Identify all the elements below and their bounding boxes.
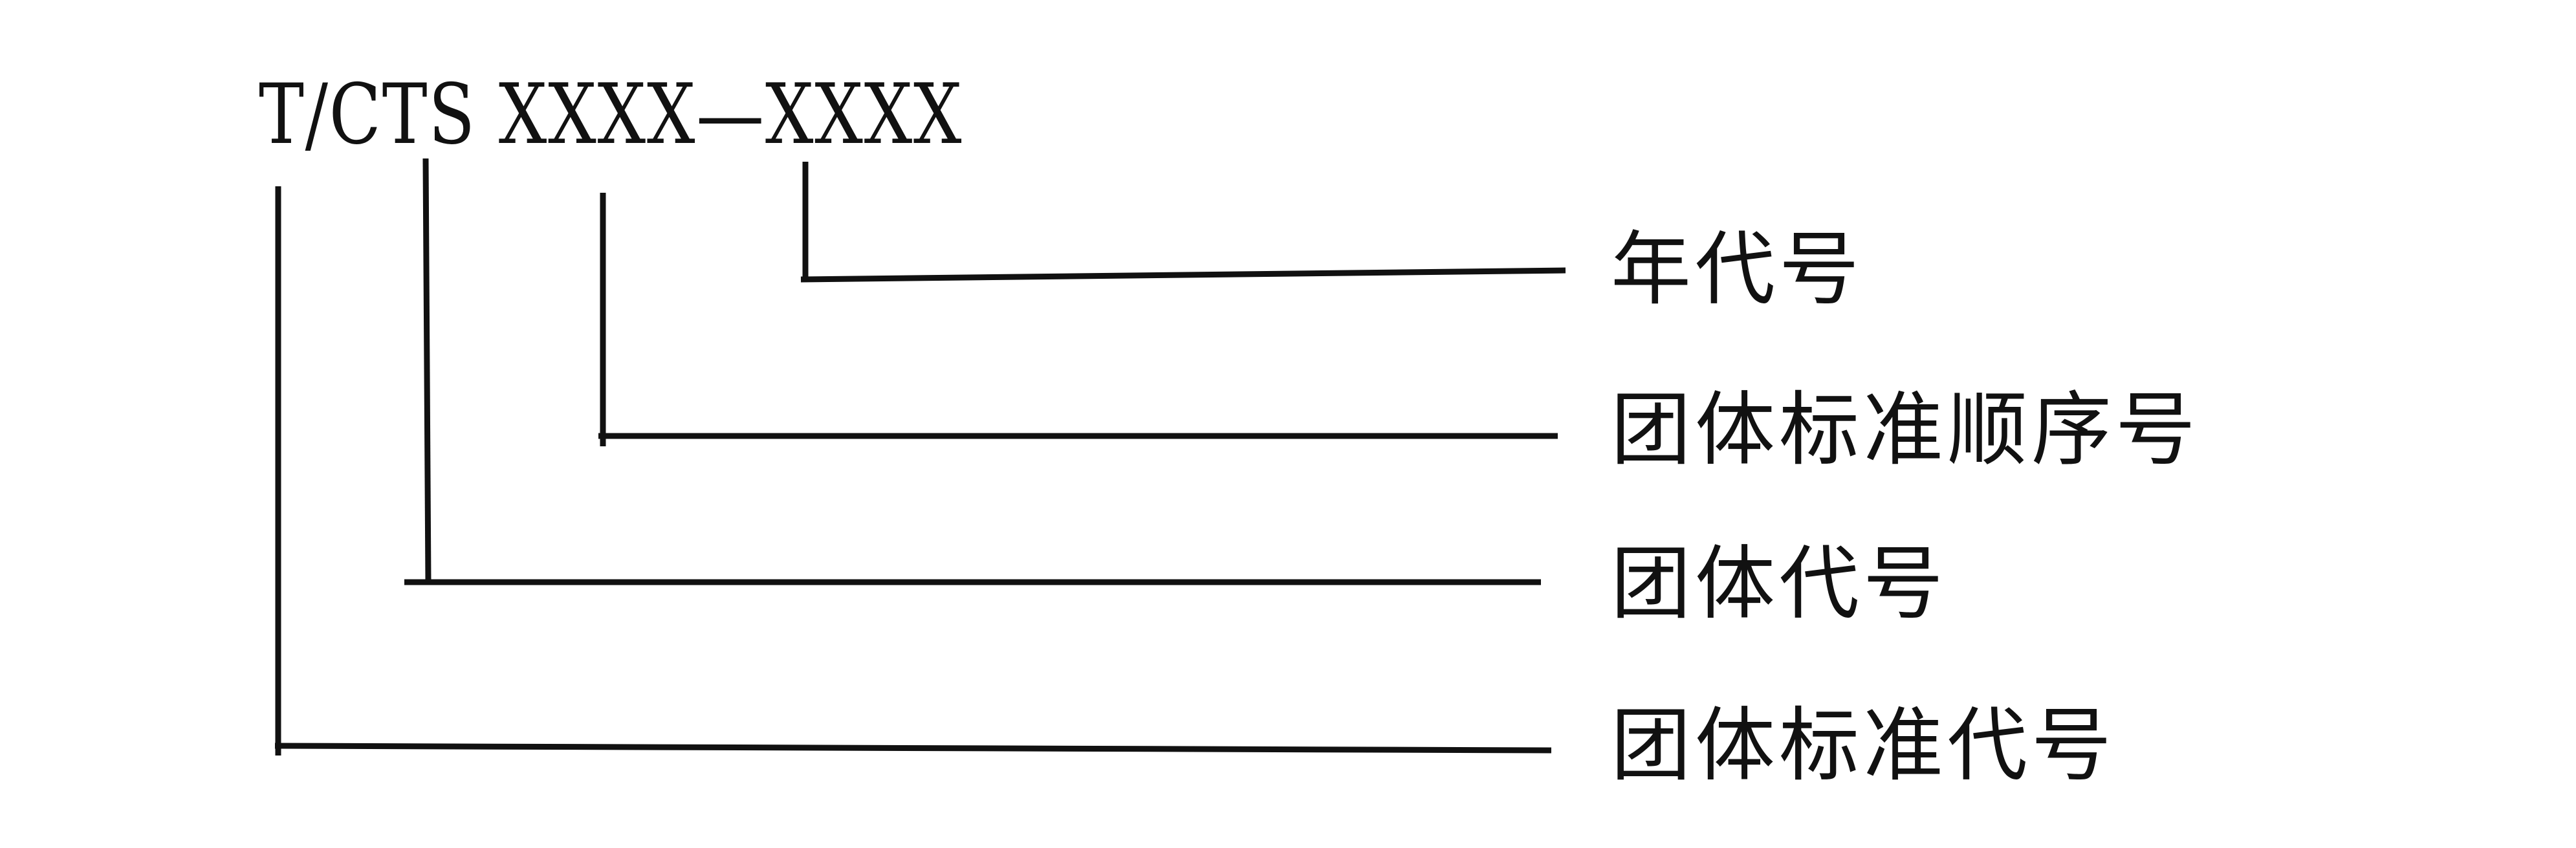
standard-code-value: T/CTS XXXX—XXXX bbox=[259, 67, 963, 163]
sequence-number-label: 团体标准顺序号 bbox=[1611, 384, 2200, 477]
standard-code-horizontal-line bbox=[274, 743, 1552, 754]
standard-code-label: 团体标准代号 bbox=[1611, 699, 2116, 792]
organization-code-label: 团体代号 bbox=[1611, 538, 1948, 631]
organization-code-vertical-line bbox=[422, 158, 431, 583]
year-code-label: 年代号 bbox=[1611, 223, 1864, 316]
standard-code-text: T/CTS XXXX—XXXX bbox=[259, 57, 1117, 173]
year-code-horizontal-line bbox=[800, 267, 1566, 283]
